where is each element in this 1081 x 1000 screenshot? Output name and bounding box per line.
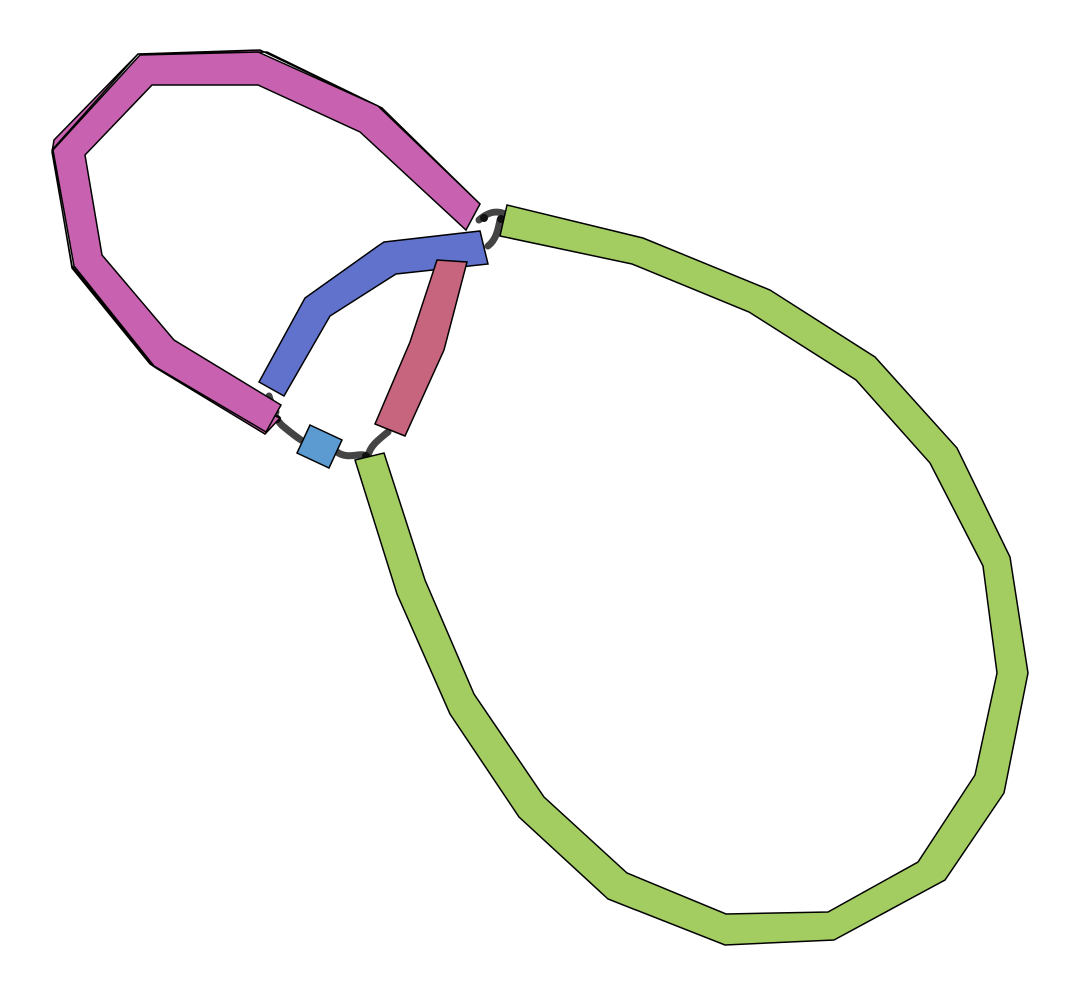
magenta-loop-body — [52, 51, 481, 434]
link-red-to-green — [364, 428, 392, 460]
green-loop-segment — [354, 204, 1029, 946]
link-junction-top — [480, 214, 488, 222]
magenta-loop-segment — [51, 49, 481, 435]
red-segment — [374, 259, 468, 437]
link-node-to-green — [333, 448, 370, 460]
blue-segment — [257, 230, 489, 398]
link-blue-to-green — [484, 216, 504, 250]
small-node — [296, 424, 343, 469]
